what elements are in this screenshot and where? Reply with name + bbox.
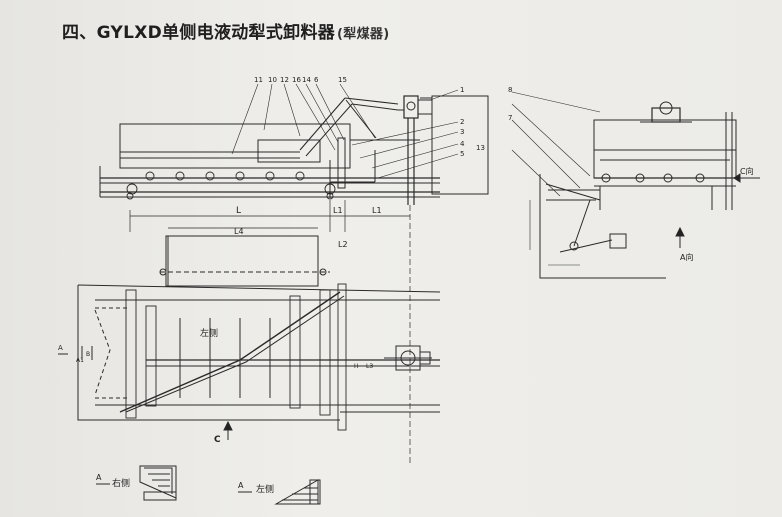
part-label-11: 11 xyxy=(254,76,263,84)
part-label-15: 15 xyxy=(338,76,347,84)
page-title-sub: (犁煤器) xyxy=(337,27,390,42)
plan-view xyxy=(58,227,441,440)
part-label-5: 5 xyxy=(460,150,464,158)
dim-label-L1-right: L1 xyxy=(372,206,382,215)
part-label-6: 6 xyxy=(314,76,319,84)
section-label-a-right: A xyxy=(96,473,102,482)
view-label-c-direction: C向 xyxy=(740,166,754,176)
section-label-a-left: A xyxy=(238,481,244,490)
dim-label-L2: L2 xyxy=(338,240,348,249)
view-label-left-side: 左侧 xyxy=(200,327,218,339)
view-label-a-direction: A向 xyxy=(680,252,693,262)
dim-label-L4: L4 xyxy=(234,227,244,236)
page-title: 四、GYLXD单侧电液动犁式卸料器(犁煤器) xyxy=(62,18,389,43)
dim-label-A1: A1 xyxy=(76,357,84,364)
dim-label-H: H xyxy=(354,363,359,370)
part-label-14: 14 xyxy=(302,76,311,84)
dim-label-L: L xyxy=(236,206,241,216)
part-label-3: 3 xyxy=(460,128,464,136)
part-label-4: 4 xyxy=(460,140,465,148)
side-elevation-view xyxy=(511,91,760,279)
section-detail-left xyxy=(238,479,321,505)
part-label-8: 8 xyxy=(508,86,512,94)
part-label-10: 10 xyxy=(268,76,277,84)
part-label-7: 7 xyxy=(508,114,512,122)
part-label-1: 1 xyxy=(460,86,464,94)
section-detail-right xyxy=(96,465,177,501)
part-label-12: 12 xyxy=(280,76,289,84)
front-elevation-view xyxy=(99,83,489,465)
dim-label-L1-left: L1 xyxy=(333,206,343,215)
dim-label-L3: L3 xyxy=(366,363,373,370)
part-label-16: 16 xyxy=(292,76,301,84)
section-label-right-side: 右侧 xyxy=(112,477,130,489)
page-title-main: 四、GYLXD单侧电液动犁式卸料器 xyxy=(62,23,336,43)
section-label-left-side: 左侧 xyxy=(256,483,274,495)
dim-label-B: B xyxy=(86,351,90,358)
dim-label-A-side: A xyxy=(58,344,63,352)
part-label-13: 13 xyxy=(476,144,485,152)
view-label-c-arrow: C xyxy=(214,435,221,445)
part-label-2: 2 xyxy=(460,118,464,126)
